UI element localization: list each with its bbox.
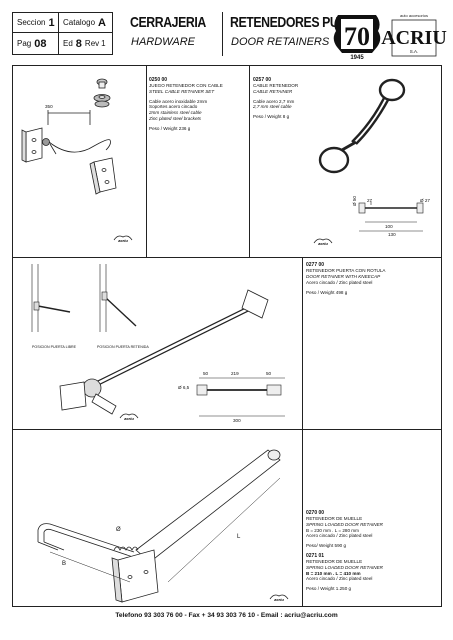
title-en-hardware: HARDWARE [131,36,195,48]
pag-value: 08 [34,37,47,50]
s4-spec-a: B = 230 mm . L = 280 mm [306,527,359,533]
acriu-mark-icon: acriu [119,413,139,421]
s2-dim-27: 27 [367,198,373,203]
s4-name-en-a: SPRING LOADED DOOR RETAINER [306,521,383,527]
seccion-value: 1 [48,16,55,29]
s1-desc-en-2: Zinc plated steel brackets [149,115,202,121]
ed-label: Ed [63,39,73,48]
s4-dim-L: L [237,534,241,540]
vline-3 [302,257,303,607]
s4-name-en-b: SPRING LOADED DOOR RETAINER [306,564,383,570]
s2-text-block: 0257 00 CABLE RETENEDOR CABLE RETAINER C… [253,77,343,120]
s4-desc-b: Acero cincado / Zinc plated steel [306,576,373,582]
steel-cable-retainer-drawing [21,78,117,195]
hline-2 [12,429,442,430]
company-logo: 70 1945 auto accesorios ACRIU S.A. [328,9,447,61]
vline-1 [146,65,147,257]
door-position-drawings [31,264,137,332]
s1-weight: Peso / Weight 236 g [149,125,191,131]
cable-retainer-loop-drawing [318,78,406,174]
logo-year: 1945 [350,55,364,61]
s3-dim-50b: 50 [266,371,272,376]
title-en-door-retainers: DOOR RETAINERS [231,36,330,48]
title-es-cerrajeria: CERRAJERIA [130,14,206,31]
logo-top-text: auto accesorios [400,13,428,18]
kneecap-retainer-dimensions [196,377,285,417]
s1-code: 0250 00 [149,77,168,83]
s1-desc-en-1: 2mm stainless steel cable [149,110,202,116]
logo-brand: ACRIU [381,27,447,49]
s4-weight-a: Peso/ Weight 590 g [306,543,347,549]
cable-retainer-dimension-drawing [358,201,424,232]
s4-weight-b: Peso / Weight 1.250 g [306,586,352,592]
header-divider [222,12,223,56]
s4-dim-phi: Ø [116,527,121,533]
s1-desc-es-2: Soportes acero cincado [149,104,198,110]
seccion-label: Seccion [17,18,46,27]
s2-dim-phi50: Ø 50 [352,196,357,206]
caption-door-held: POSICION PUERTA RETENIDA [97,345,149,349]
vline-2 [249,65,250,257]
s4-desc-a: Acero cincado / Zinc plated steel [306,533,373,539]
s3-weight: Peso / Weight 498 g [306,290,348,296]
s3-name-es: RETENEDOR PUERTA CON ROTULA [306,268,386,273]
s3-dim-300: 300 [233,418,241,423]
s3-name-en: DOOR RETAINER WITH KNEECAP [306,273,381,279]
s4-text-block: 0270 00 RETENEDOR DE MUELLE SPRING LOADE… [306,510,438,592]
s3-code: 0277 00 [306,262,325,268]
s4-dim-B: B [62,561,67,567]
rev-value: 1 [101,39,106,48]
logo-number: 70 [344,22,370,51]
s4-name-es-b: RETENEDOR DE MUELLE [306,558,363,564]
s2-dim-100: 100 [385,224,393,229]
acriu-mark-icon: acriu [269,594,289,602]
s2-dim-130: 130 [388,232,396,237]
footer-contact: Telefono 93 303 76 00 - Fax + 34 93 303 … [115,612,338,619]
s1-desc-es-1: Cable acero inoxidable 2mm [149,98,208,104]
s3-dim-219: 219 [231,371,239,376]
s1-dim-350: 350 [45,104,53,109]
hline-1 [12,257,442,258]
s3-dim-phi65: Ø 6,5 [178,385,190,390]
s4-code-b: 0271 01 [306,552,325,559]
acriu-mark-icon: acriu [313,238,333,246]
s2-desc-en: 2,7 mm steel cable [253,104,292,110]
s1-brand-mark: acriu [118,238,128,243]
s3-brand-mark: acriu [124,416,134,421]
acriu-mark-icon: acriu [113,235,133,243]
s3-desc: Acero cincado / Zinc plated steel [306,279,373,285]
s2-name-en: CABLE RETAINER [253,88,293,94]
s2-desc-es: Cable acero 2,7 mm [253,98,295,104]
logo-sa: S.A. [410,49,419,54]
s4-spec-b: B = 210 mm . L = 410 mm [306,570,361,576]
s2-weight: Peso / Weight 8 g [253,114,290,120]
s4-name-es-a: RETENEDOR DE MUELLE [306,516,363,521]
s2-name-es: CABLE RETENEDOR [253,83,299,88]
caption-door-open: POSICION PUERTA LIBRE [32,345,77,349]
s1-text-block: 0250 00 JUEGO RETENEDOR CON CABLE STEEL … [149,77,247,132]
logo-70-badge: 70 1945 auto accesorios ACRIU S.A. [333,13,447,61]
s3-text-block: 0277 00 RETENEDOR PUERTA CON ROTULA DOOR… [306,262,438,296]
s2-code: 0257 00 [253,77,272,83]
rev-label: Rev [84,39,100,48]
catalog-frame [12,65,442,607]
kneecap-door-retainer-drawing [59,289,269,415]
s4-code-a: 0270 00 [306,510,325,516]
s3-dim-50a: 50 [203,371,209,376]
s4-brand-mark: acriu [274,597,284,602]
s2-dim-phi27: Ø 27 [420,198,430,203]
spring-loaded-retainer-drawing [37,449,281,603]
s2-brand-mark: acriu [318,241,328,246]
catalogo-label: Catalogo [63,18,96,27]
catalogo-value: A [98,16,106,29]
ed-value: 8 [75,37,82,50]
s1-name-en: STEEL CABLE RETAINER SET [149,88,215,94]
s1-name-es: JUEGO RETENEDOR CON CABLE [149,83,223,88]
pag-label: Pag [17,39,32,48]
